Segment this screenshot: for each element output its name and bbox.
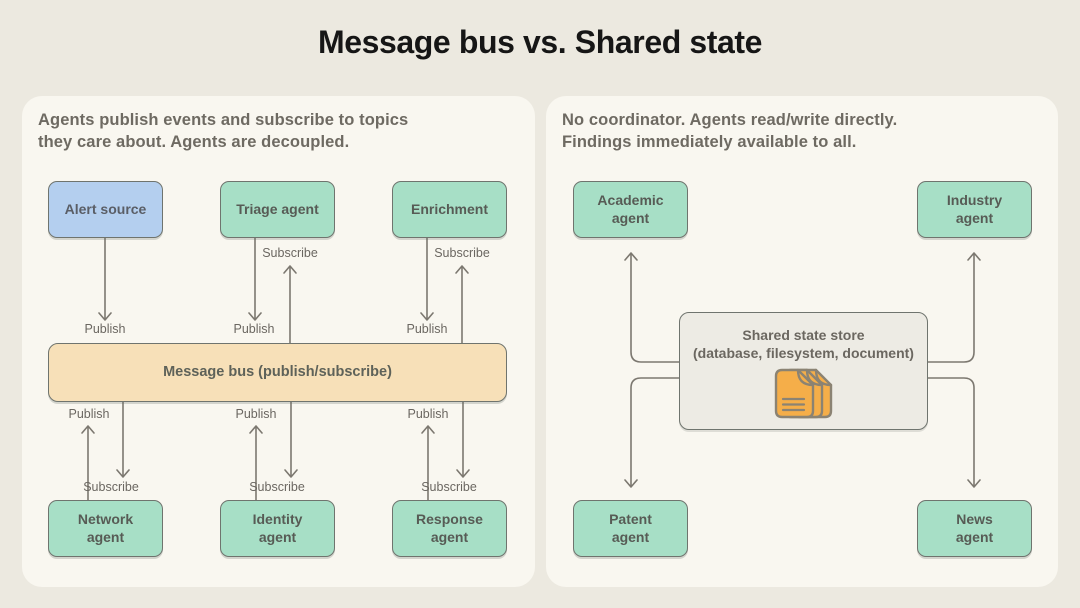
agent-box-academic: Academic agent bbox=[573, 181, 688, 238]
publish-label: Publish bbox=[406, 322, 448, 336]
message-bus-description: Agents publish events and subscribe to t… bbox=[38, 111, 409, 151]
diagram-title: Message bus vs. Shared state bbox=[317, 24, 763, 60]
shared-state-panel: No coordinator. Agents read/write direct… bbox=[546, 96, 1058, 587]
agent-box-news: News agent bbox=[917, 500, 1032, 557]
shared-state-description: No coordinator. Agents read/write direct… bbox=[562, 111, 898, 151]
message-bus-box: Message bus (publish/subscribe) bbox=[48, 343, 507, 402]
agent-box-identity: Identity agent bbox=[220, 500, 335, 557]
agent-box-alert-source: Alert source bbox=[48, 181, 163, 238]
agent-box-network: Network agent bbox=[48, 500, 163, 557]
message-bus-panel: Agents publish events and subscribe to t… bbox=[22, 96, 535, 587]
stacked-documents-icon bbox=[773, 367, 835, 421]
subscribe-label: Subscribe bbox=[262, 246, 318, 260]
subscribe-label: Subscribe bbox=[434, 246, 490, 260]
agent-box-enrichment: Enrichment bbox=[392, 181, 507, 238]
publish-label: Publish bbox=[233, 322, 275, 336]
publish-label: Publish bbox=[235, 407, 277, 421]
agent-box-industry: Industry agent bbox=[917, 181, 1032, 238]
subscribe-label: Subscribe bbox=[83, 480, 139, 494]
agent-box-response: Response agent bbox=[392, 500, 507, 557]
publish-label: Publish bbox=[68, 407, 110, 421]
publish-label: Publish bbox=[407, 407, 449, 421]
publish-label: Publish bbox=[84, 322, 126, 336]
shared-state-store-box: Shared state store (database, filesystem… bbox=[679, 312, 928, 430]
agent-box-patent: Patent agent bbox=[573, 500, 688, 557]
subscribe-label: Subscribe bbox=[421, 480, 477, 494]
subscribe-label: Subscribe bbox=[249, 480, 305, 494]
shared-state-store-label: Shared state store (database, filesystem… bbox=[693, 327, 914, 362]
agent-box-triage: Triage agent bbox=[220, 181, 335, 238]
